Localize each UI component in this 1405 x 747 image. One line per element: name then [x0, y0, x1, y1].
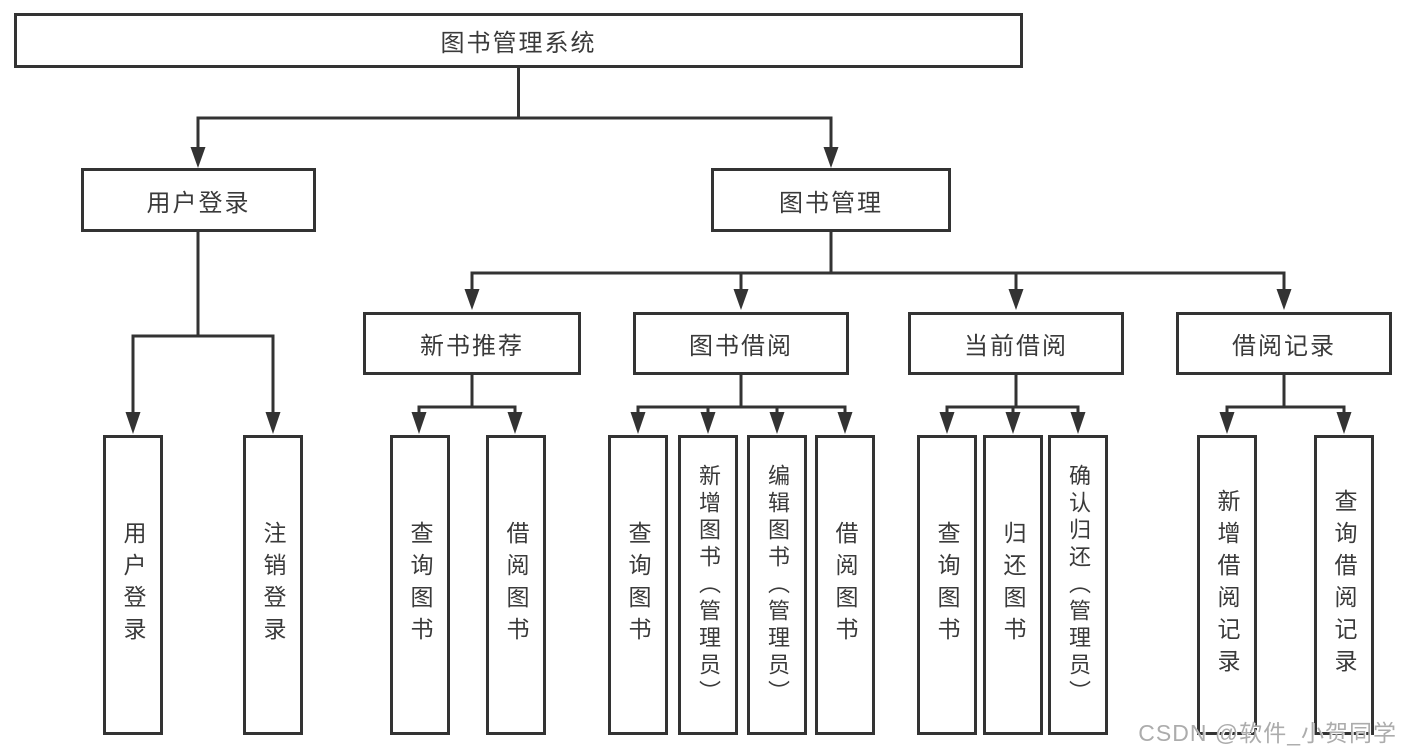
arrowhead-leaf-edit-book	[769, 412, 785, 434]
arrowhead-leaf-borrow-books-2	[837, 412, 853, 434]
arrowhead-leaf-borrow-books-1	[507, 412, 523, 434]
leaf-borrow-books-2: 借阅图书	[815, 435, 875, 735]
node-borrowing-records: 借阅记录	[1176, 312, 1392, 375]
node-user-login: 用户登录	[81, 168, 316, 232]
node-book-borrowing: 图书借阅	[633, 312, 849, 375]
arrowhead-leaf-add-book	[700, 412, 716, 434]
arrowhead-leaf-query-borrow-record	[1336, 412, 1352, 434]
leaf-logout: 注销登录	[243, 435, 303, 735]
leaf-query-borrow-record-label: 查询借阅记录	[1331, 489, 1357, 681]
leaf-edit-book-admin: 编辑图书（管理员）	[747, 435, 807, 735]
node-new-book-recommendation: 新书推荐	[363, 312, 581, 375]
leaf-add-book-admin-label: 新增图书（管理员）	[696, 463, 721, 707]
leaf-confirm-return-admin-label: 确认归还（管理员）	[1066, 463, 1091, 707]
leaf-add-book-admin: 新增图书（管理员）	[678, 435, 738, 735]
watermark: CSDN @软件_小贺同学	[1138, 720, 1397, 746]
leaf-confirm-return-admin: 确认归还（管理员）	[1048, 435, 1108, 735]
arrowhead-leaf-query-books-1	[411, 412, 427, 434]
arrowhead-borrowing-records	[1276, 289, 1292, 310]
leaf-return-book-label: 归还图书	[1000, 521, 1026, 649]
leaf-add-borrow-record: 新增借阅记录	[1197, 435, 1257, 735]
node-current-borrowing: 当前借阅	[908, 312, 1124, 375]
leaf-query-books-1: 查询图书	[390, 435, 450, 735]
arrowhead-leaf-query-books-3	[939, 412, 955, 434]
leaf-user-login-label: 用户登录	[120, 521, 146, 649]
arrowhead-leaf-add-borrow-record	[1219, 412, 1235, 434]
leaf-borrow-books-2-label: 借阅图书	[832, 521, 858, 649]
arrowhead-new-book-recommendation	[464, 289, 480, 310]
arrowhead-leaf-user-login	[125, 412, 141, 434]
leaf-edit-book-admin-label: 编辑图书（管理员）	[765, 463, 790, 707]
arrowhead-current-borrowing	[1008, 289, 1024, 310]
leaf-query-books-3: 查询图书	[917, 435, 977, 735]
arrowhead-book-management	[823, 147, 839, 168]
node-library-management-system: 图书管理系统	[14, 13, 1023, 68]
leaf-query-books-1-label: 查询图书	[407, 521, 433, 649]
leaf-query-borrow-record: 查询借阅记录	[1314, 435, 1374, 735]
leaf-return-book: 归还图书	[983, 435, 1043, 735]
leaf-borrow-books-1-label: 借阅图书	[503, 521, 529, 649]
leaf-query-books-2-label: 查询图书	[625, 521, 651, 649]
arrowhead-book-borrowing	[733, 289, 749, 310]
arrowhead-user-login	[190, 147, 206, 168]
arrowhead-leaf-confirm-return	[1070, 412, 1086, 434]
arrowhead-leaf-logout	[265, 412, 281, 434]
arrowhead-leaf-return-book	[1005, 412, 1021, 434]
leaf-user-login: 用户登录	[103, 435, 163, 735]
leaf-borrow-books-1: 借阅图书	[486, 435, 546, 735]
arrowhead-leaf-query-books-2	[630, 412, 646, 434]
leaf-query-books-3-label: 查询图书	[934, 521, 960, 649]
leaf-query-books-2: 查询图书	[608, 435, 668, 735]
leaf-logout-label: 注销登录	[260, 521, 286, 649]
leaf-add-borrow-record-label: 新增借阅记录	[1214, 489, 1240, 681]
node-book-management: 图书管理	[711, 168, 951, 232]
